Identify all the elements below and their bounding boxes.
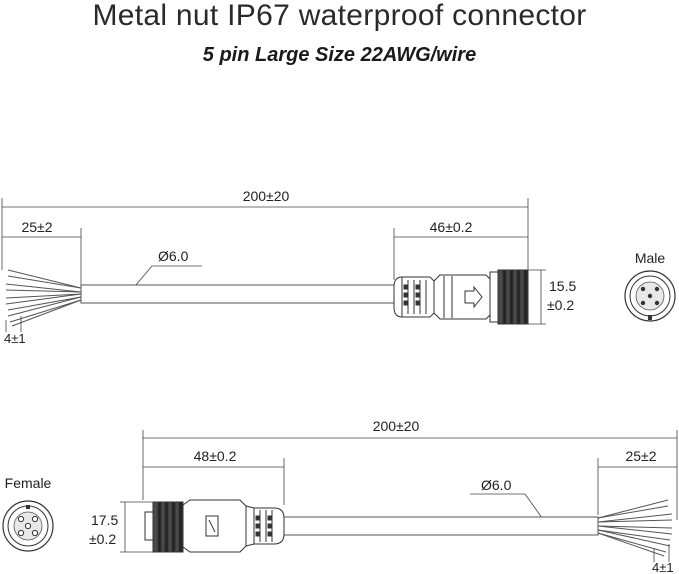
female-total-length-label: 200±20: [373, 418, 420, 434]
male-total-length-label: 200±20: [243, 188, 290, 204]
female-cable: [283, 516, 599, 536]
diagram-subtitle: 5 pin Large Size 22AWG/wire: [202, 44, 477, 66]
female-height-dimension: [120, 501, 153, 553]
male-total-length-dimension: [1, 198, 529, 278]
male-cable: [80, 284, 396, 304]
male-height-value-label: 15.5: [549, 278, 576, 294]
female-total-length-dimension: [142, 430, 678, 520]
female-face-icon: [2, 500, 54, 552]
female-wire-strip-label: 4±1: [652, 560, 674, 574]
male-connector: [393, 269, 529, 325]
female-strip-length-dimension: [597, 458, 677, 515]
female-connector: [144, 499, 285, 553]
female-assembly: 200±20 48±0.2 25±2 Ø6.0: [2, 418, 678, 574]
male-wire-strip-label: 4±1: [4, 331, 26, 346]
male-cable-diameter-label: Ø6.0: [158, 248, 189, 264]
female-connector-length-label: 48±0.2: [194, 448, 237, 464]
male-height-tol-label: ±0.2: [547, 297, 574, 313]
male-face-icon: [624, 270, 676, 322]
female-strip-length-label: 25±2: [625, 448, 656, 464]
female-label: Female: [5, 475, 52, 491]
male-strip-length-label: 25±2: [21, 219, 52, 235]
diagram-title: Metal nut IP67 waterproof connector: [92, 0, 587, 32]
female-height-value-label: 17.5: [91, 512, 118, 528]
male-connector-length-dimension: [393, 228, 528, 280]
male-connector-length-label: 46±0.2: [430, 219, 473, 235]
male-strip-length-dimension: [2, 228, 82, 286]
female-height-tol-label: ±0.2: [89, 531, 116, 547]
female-connector-length-dimension: [143, 458, 285, 505]
male-assembly: 200±20 25±2 46±0.2 Ø6.0 4±1: [1, 188, 676, 346]
male-height-dimension: [528, 269, 546, 325]
female-cable-diameter-label: Ø6.0: [481, 477, 512, 493]
male-wires: [5, 269, 82, 327]
female-wires: [597, 499, 673, 557]
male-label: Male: [635, 250, 666, 266]
